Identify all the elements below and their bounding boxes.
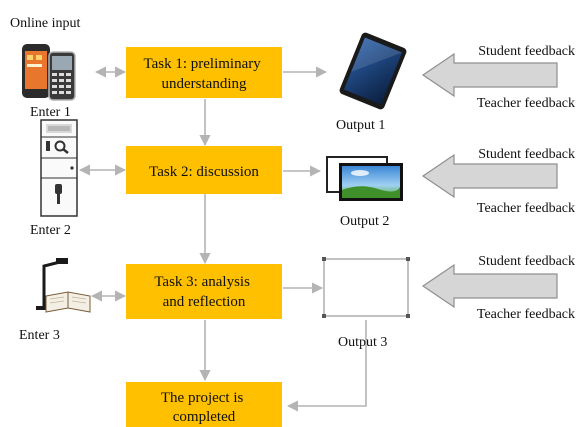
student-feedback-3: Student feedback <box>478 254 575 269</box>
task-box-2: Task 2: discussion <box>126 146 282 194</box>
task-box-1: Task 1: preliminary understanding <box>126 47 282 98</box>
document-camera-icon <box>36 258 91 313</box>
task-box-3: Task 3: analysis and reflection <box>126 264 282 319</box>
feedback-arrow-3 <box>421 263 558 309</box>
teacher-feedback-3: Teacher feedback <box>477 307 575 322</box>
student-feedback-2: Student feedback <box>478 147 575 162</box>
task-2-text: Task 2: discussion <box>149 164 259 180</box>
display-screens-icon <box>326 156 403 201</box>
output-1-label: Output 1 <box>336 118 385 133</box>
online-input-title: Online input <box>10 16 80 31</box>
output-2-label: Output 2 <box>340 214 389 229</box>
task-3-text: Task 3: analysis and reflection <box>154 274 253 310</box>
output-3-label: Output 3 <box>338 335 387 350</box>
enter-3-label: Enter 3 <box>19 328 60 343</box>
teacher-feedback-1: Teacher feedback <box>477 96 575 111</box>
task-box-completed: The project is completed <box>126 382 282 427</box>
feedback-arrow-1 <box>421 52 558 98</box>
tablet-icon <box>339 32 407 110</box>
teacher-feedback-2: Teacher feedback <box>477 201 575 216</box>
enter-1-label: Enter 1 <box>30 105 71 120</box>
task-completed-text: The project is completed <box>161 390 247 425</box>
whiteboard-icon <box>322 257 410 318</box>
enter-2-label: Enter 2 <box>30 223 71 238</box>
student-feedback-1: Student feedback <box>478 44 575 59</box>
interactive-kiosk-icon <box>40 119 78 217</box>
smartphones-icon <box>22 44 76 101</box>
connector-output3-completed <box>286 320 367 412</box>
task-1-text: Task 1: preliminary understanding <box>143 56 264 92</box>
feedback-arrow-2 <box>421 153 558 199</box>
